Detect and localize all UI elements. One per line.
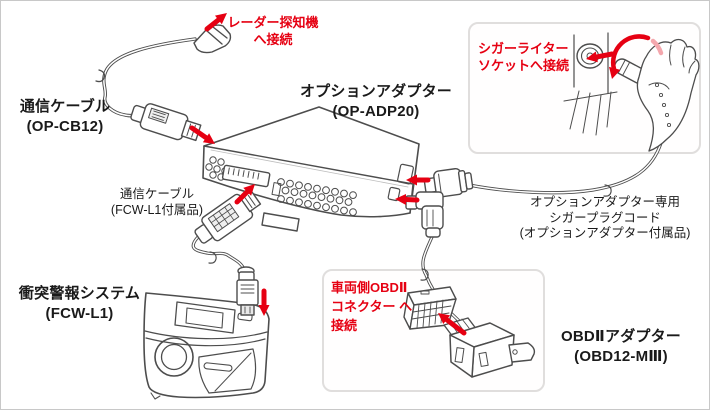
label-line: 通信ケーブル (119, 187, 195, 201)
op-cb12-connector (130, 103, 202, 142)
arrow-rotate-plug (609, 34, 664, 79)
label-line: (FCW-L1) (45, 305, 114, 322)
callout-line: シガーライター (478, 41, 569, 56)
cable-squiggle (603, 184, 612, 197)
arrow-fcw-cable-to-adapter (234, 184, 255, 205)
callout-line: へ接続 (253, 32, 293, 47)
arrow-to-radar (204, 13, 227, 32)
label-line: (OP-ADP20) (332, 103, 420, 120)
camera-lens (154, 337, 194, 377)
adapter-right-port-upper (397, 163, 414, 185)
label-line: (オプションアダプター付属品) (519, 226, 691, 240)
red-arrows (189, 13, 664, 336)
callout-line: へ接続 (331, 299, 413, 333)
label-line: シガープラグコード (549, 210, 661, 225)
label-line: 通信ケーブル (19, 98, 111, 115)
callout-line: レーダー探知機 (227, 15, 319, 30)
obd2-adapter-label: OBDⅡアダプター (OBD12-MⅢ) (543, 327, 699, 367)
comm-cable-fcw-label: 通信ケーブル (FCW-L1付属品) (95, 186, 219, 218)
cigar-plug-cord-label: オプションアダプター専用 シガープラグコード (オプションアダプター付属品) (503, 195, 707, 242)
usb-plug-illustration (236, 266, 259, 316)
device-side-slot (203, 362, 233, 372)
label-line: (FCW-L1付属品) (110, 203, 204, 217)
adapter-front-port (221, 164, 271, 188)
label-line: OBDⅡアダプター (560, 328, 681, 345)
comm-cable-op-cb12-label: 通信ケーブル (OP-CB12) (5, 97, 125, 137)
arrow-adapter-to-obd-connector (438, 313, 467, 336)
arrow-plug-to-socket (586, 51, 615, 63)
adapter-right-port-lower (387, 186, 401, 202)
fcw-cable-illustration (191, 190, 262, 271)
cable-squiggle (208, 251, 217, 264)
hand (636, 38, 700, 152)
arrow-cigar-cord-to-adapter (406, 174, 431, 186)
callout-line: コネクター (331, 299, 396, 314)
op-cb12-cable-illustration (95, 24, 232, 142)
cigar-socket-hand-illustration (563, 32, 700, 152)
obd2-connector-connect-callout: 車両側OBDⅡ コネクター へ接続 (331, 278, 423, 335)
label-line: 衝突警報システム (18, 285, 141, 302)
callout-line: ソケットへ接続 (478, 58, 570, 73)
label-line: (OBD12-MⅢ) (574, 348, 668, 365)
collision-warning-system-label: 衝突警報システム (FCW-L1) (7, 284, 152, 324)
arrow-op-cb12-to-adapter (189, 125, 215, 144)
cable-squiggle (95, 69, 106, 83)
option-adapter-label: オプションアダプター (OP-ADP20) (291, 82, 461, 122)
callout-line: 車両側OBDⅡ (331, 280, 408, 295)
label-line: オプションアダプター専用 (529, 195, 680, 209)
cable-squiggle (420, 268, 429, 281)
adapter-foot-tab (261, 212, 300, 232)
obd2-cable-boot (508, 342, 536, 363)
cigar-socket-connect-callout: シガーライター ソケットへ接続 (478, 40, 578, 74)
arrow-obd-cord-to-adapter (395, 194, 420, 205)
option-adapter-illustration (202, 106, 420, 232)
label-line: (OP-CB12) (26, 118, 104, 135)
cable-dots (654, 82, 672, 128)
radar-connect-callout: レーダー探知機 へ接続 (225, 14, 321, 48)
adapter-vents (277, 178, 357, 217)
label-line: オプションアダプター (299, 83, 452, 100)
arrow-usb-to-device (258, 288, 270, 316)
cigar-cord-connector (423, 167, 474, 198)
